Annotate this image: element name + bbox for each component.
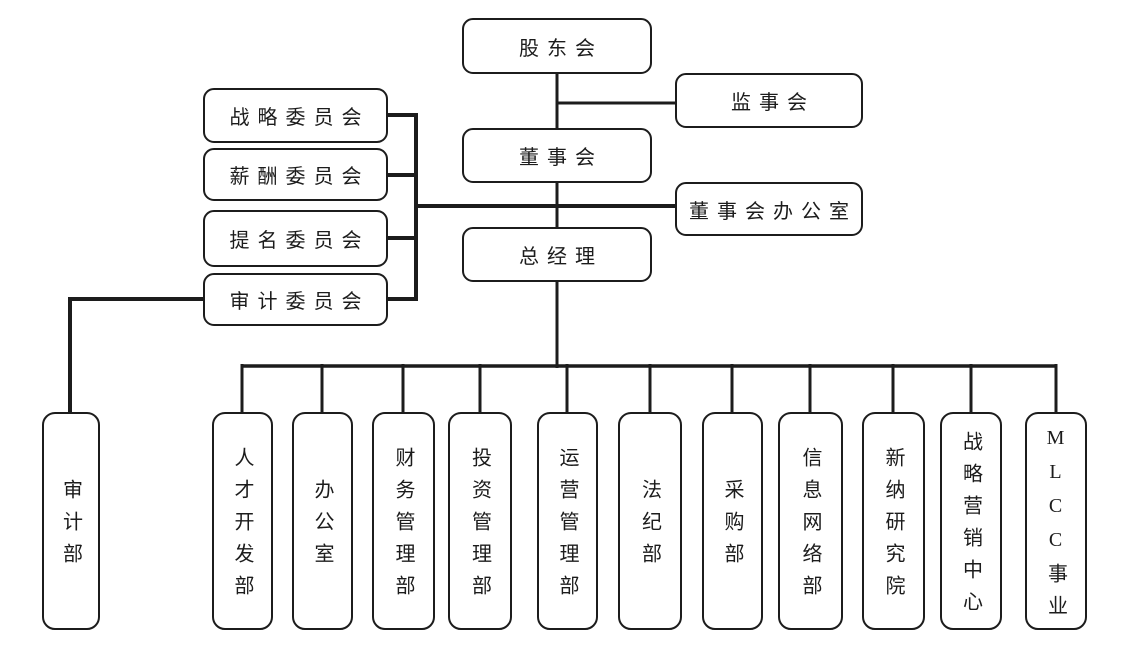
node-audit-committee: 审计委员会 xyxy=(203,273,388,326)
node-general-manager: 总经理 xyxy=(462,227,652,282)
node-label: 审计部 xyxy=(59,479,82,575)
node-finance-management-dept: 财务管理部 xyxy=(372,412,435,630)
node-procurement-dept: 采购部 xyxy=(702,412,763,630)
node-label: 办公室 xyxy=(311,479,333,575)
node-label: 信息网络部 xyxy=(799,447,821,607)
node-label: 投资管理部 xyxy=(468,447,491,607)
node-label: 股东会 xyxy=(519,37,603,60)
node-label: 战略营销中心 xyxy=(959,431,982,623)
node-label: 董事会 xyxy=(519,147,603,169)
node-label: 法纪部 xyxy=(638,479,661,575)
node-board-of-directors: 董事会 xyxy=(462,128,652,183)
node-nomination-committee: 提名委员会 xyxy=(203,210,388,267)
node-xinna-research-institute: 新纳研究院 xyxy=(862,412,925,630)
node-shareholders-meeting: 股东会 xyxy=(462,18,652,74)
node-label: 提名委员会 xyxy=(229,230,370,252)
node-strategic-marketing-center: 战略营销中心 xyxy=(940,412,1002,630)
node-strategy-committee: 战略委员会 xyxy=(203,88,388,143)
node-label: 运营管理部 xyxy=(556,447,578,607)
node-label: 监事会 xyxy=(731,92,815,114)
node-label: 财务管理部 xyxy=(392,447,414,607)
node-label: 审计委员会 xyxy=(229,291,370,313)
node-information-network-dept: 信息网络部 xyxy=(778,412,843,630)
node-investment-management-dept: 投资管理部 xyxy=(448,412,512,630)
node-label: 薪酬委员会 xyxy=(229,166,370,188)
node-label: MLCC事业 xyxy=(1044,427,1067,627)
node-compensation-committee: 薪酬委员会 xyxy=(203,148,388,201)
node-label: 人才开发部 xyxy=(231,447,253,607)
node-audit-dept: 审计部 xyxy=(42,412,100,630)
node-operations-management-dept: 运营管理部 xyxy=(537,412,598,630)
node-law-discipline-dept: 法纪部 xyxy=(618,412,682,630)
node-board-office: 董事会办公室 xyxy=(675,182,863,236)
node-label: 新纳研究院 xyxy=(882,447,904,607)
node-label: 战略委员会 xyxy=(229,107,370,129)
node-mlcc-business: MLCC事业 xyxy=(1025,412,1087,630)
node-talent-development-dept: 人才开发部 xyxy=(212,412,273,630)
node-label: 总经理 xyxy=(519,246,603,268)
node-label: 董事会办公室 xyxy=(689,200,857,223)
node-supervisory-board: 监事会 xyxy=(675,73,863,128)
node-label: 采购部 xyxy=(721,479,743,575)
node-general-office: 办公室 xyxy=(292,412,353,630)
